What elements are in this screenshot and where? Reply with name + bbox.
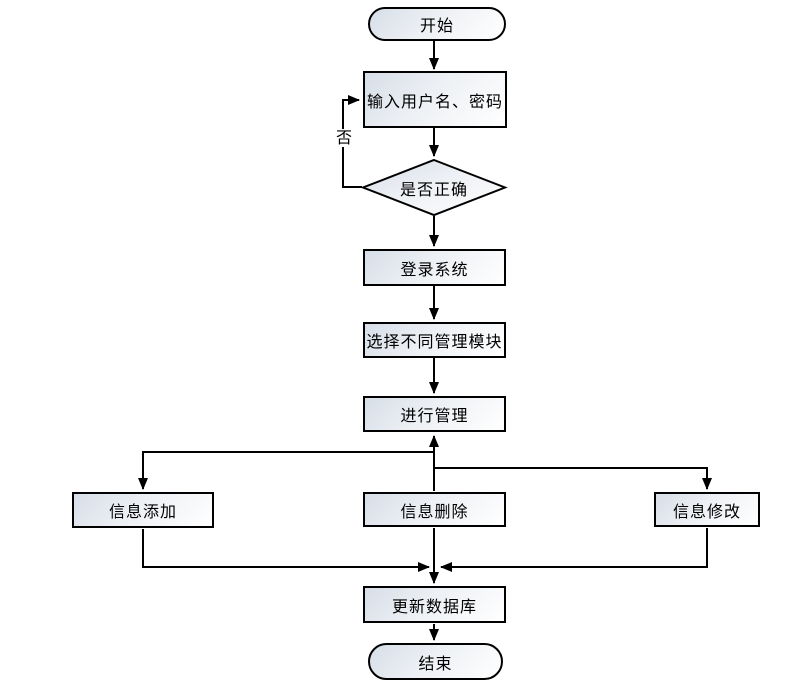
node-login-system: 登录系统	[363, 249, 506, 286]
node-start-label: 开始	[419, 16, 454, 35]
node-perform-management-label: 进行管理	[400, 406, 469, 425]
node-end-label: 结束	[418, 653, 453, 673]
node-info-delete: 信息删除	[363, 492, 506, 527]
node-update-database: 更新数据库	[363, 586, 506, 623]
node-start: 开始	[368, 7, 506, 41]
node-info-modify-label: 信息修改	[672, 501, 741, 521]
edge-label-no: 否	[334, 128, 355, 147]
node-info-delete-label: 信息删除	[400, 501, 469, 521]
node-login-system-label: 登录系统	[400, 259, 469, 279]
edge-branch-add	[138, 451, 434, 490]
edge-modify-merge	[440, 528, 708, 572]
node-perform-management: 进行管理	[363, 396, 506, 432]
node-input-credentials: 输入用户名、密码	[363, 71, 507, 128]
decision-diamond-shape	[360, 158, 508, 217]
node-select-module-label: 选择不同管理模块	[366, 332, 503, 351]
node-check-correct-label: 是否正确	[399, 179, 468, 199]
node-select-module: 选择不同管理模块	[363, 322, 506, 358]
node-info-modify: 信息修改	[654, 492, 760, 527]
node-check-correct: 是否正确	[360, 158, 508, 217]
node-update-database-label: 更新数据库	[391, 596, 477, 616]
node-input-credentials-label: 输入用户名、密码	[366, 91, 503, 111]
edge-branch-modify	[434, 467, 712, 490]
node-info-add: 信息添加	[72, 492, 214, 528]
node-end: 结束	[368, 643, 503, 680]
edge-add-merge	[142, 529, 430, 572]
node-info-add-label: 信息添加	[108, 502, 177, 521]
